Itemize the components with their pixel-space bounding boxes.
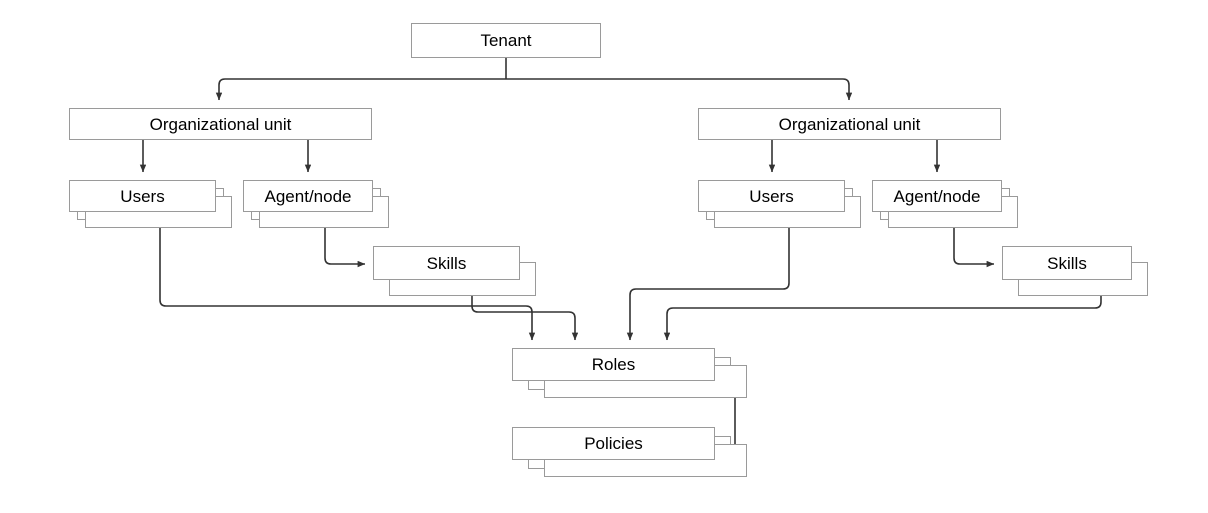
edge-tenant-to-ou-right (506, 78, 853, 101)
node-skills-left[interactable]: Skills (373, 246, 520, 280)
node-users-left[interactable]: Users (69, 180, 216, 212)
node-agent-left[interactable]: Agent/node (243, 180, 373, 212)
node-tenant[interactable]: Tenant (411, 23, 601, 58)
edge-tenant-to-ou-left (215, 78, 506, 101)
node-skills-right[interactable]: Skills (1002, 246, 1132, 280)
node-policies[interactable]: Policies (512, 427, 715, 460)
edge-skills-left-to-roles (471, 296, 579, 341)
edge-users-right-to-roles (626, 228, 790, 341)
edge-skills-right-to-roles (663, 296, 1102, 341)
edge-agent-right-to-skills (953, 228, 995, 268)
node-users-right[interactable]: Users (698, 180, 845, 212)
edge-agent-left-to-skills (324, 228, 366, 268)
node-ou-left[interactable]: Organizational unit (69, 108, 372, 140)
node-agent-right[interactable]: Agent/node (872, 180, 1002, 212)
node-ou-right[interactable]: Organizational unit (698, 108, 1001, 140)
node-roles[interactable]: Roles (512, 348, 715, 381)
